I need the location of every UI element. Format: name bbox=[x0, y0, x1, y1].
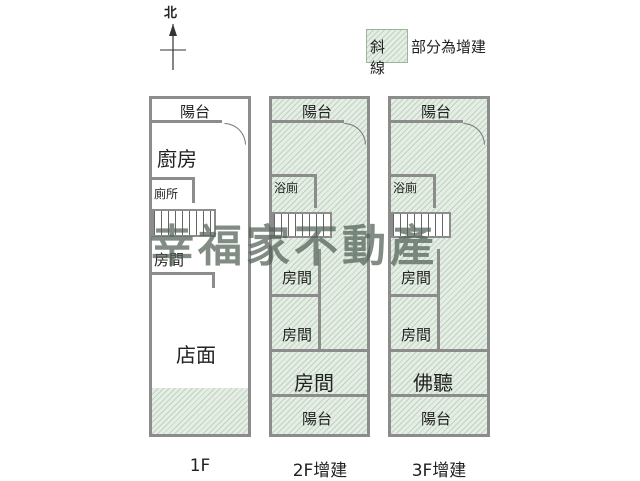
floor-label-3f: 3F增建 bbox=[411, 461, 467, 481]
floor-label-2f: 2F增建 bbox=[292, 461, 348, 481]
door bbox=[463, 123, 485, 145]
room-label-shop: 店面 bbox=[176, 343, 216, 367]
legend-swatch-text: 斜線 bbox=[370, 38, 386, 77]
room-label-room-1: 房間 bbox=[401, 269, 432, 287]
staircase bbox=[391, 212, 451, 238]
north-arrow-icon bbox=[160, 24, 186, 70]
floor-plan-3f: 陽台 浴廁 房間 房間 佛聽 陽台 bbox=[388, 96, 490, 437]
room-label-room-1: 房間 bbox=[282, 269, 313, 287]
staircase bbox=[272, 212, 332, 238]
legend-swatch bbox=[366, 29, 408, 63]
room-label-balcony-bottom: 陽台 bbox=[302, 410, 333, 428]
room-label-room-2: 房間 bbox=[282, 326, 313, 344]
room-label-balcony-top: 陽台 bbox=[421, 103, 452, 121]
room-label-kitchen: 廚房 bbox=[157, 147, 197, 171]
watermark: 幸福家不動產 bbox=[150, 221, 438, 272]
floor-plan-2f: 陽台 浴廁 房間 房間 房間 陽台 bbox=[269, 96, 370, 437]
staircase bbox=[152, 209, 216, 237]
room-label-room-2: 房間 bbox=[401, 326, 432, 344]
room-label-room: 房間 bbox=[154, 251, 185, 269]
room-label-shrine: 佛聽 bbox=[413, 371, 453, 395]
room-label-balcony-bottom: 陽台 bbox=[421, 410, 452, 428]
room-label-bath: 浴廁 bbox=[393, 181, 418, 195]
legend-text: 部分為增建 bbox=[411, 38, 487, 56]
compass: 北 bbox=[158, 2, 188, 70]
room-label-balcony-top: 陽台 bbox=[302, 103, 333, 121]
floor-label-1f: 1F bbox=[189, 456, 211, 476]
room-label-bath: 浴廁 bbox=[274, 181, 299, 195]
room-label-balcony: 陽台 bbox=[180, 103, 211, 121]
room-label-toilet: 廁所 bbox=[154, 187, 179, 201]
floor-plan-1f: 陽台 廚房 廁所 房間 店面 bbox=[149, 96, 251, 437]
north-label: 北 bbox=[164, 6, 178, 21]
door bbox=[344, 123, 366, 145]
room-label-room-3: 房間 bbox=[294, 371, 334, 395]
door bbox=[224, 123, 246, 145]
addition-area bbox=[152, 388, 248, 434]
